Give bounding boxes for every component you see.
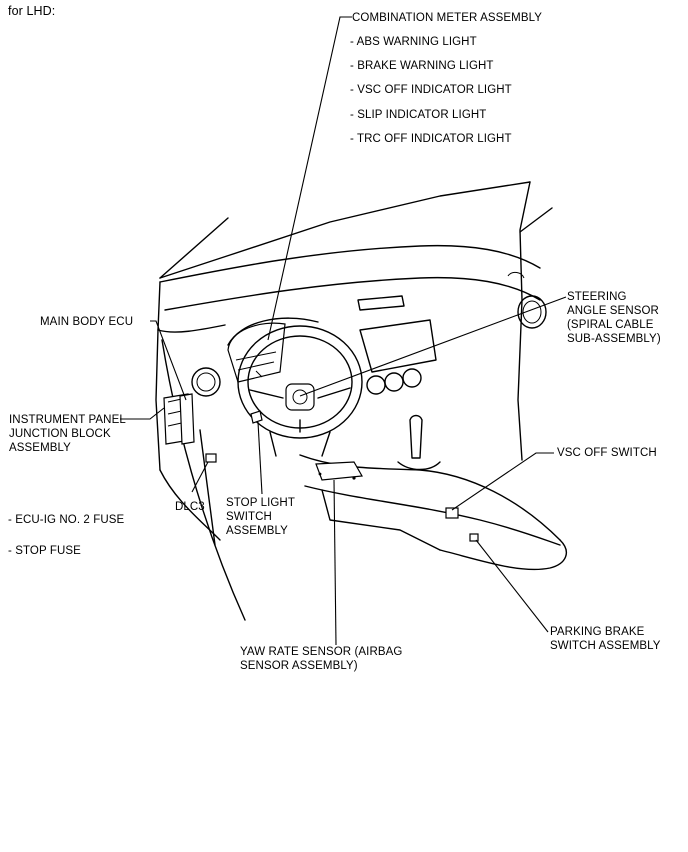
roof-line: [159, 181, 531, 279]
dlc3-label: DLC3: [175, 501, 205, 513]
stop-light-switch-label-3: ASSEMBLY: [226, 525, 288, 537]
leader-meter: [267, 16, 352, 341]
combination-meter: [227, 322, 286, 383]
leader-steering: [299, 296, 567, 397]
ecu-ig-fuse-label: - ECU-IG NO. 2 FUSE: [8, 514, 125, 526]
leader-yaw: [333, 479, 337, 646]
steering-wheel: [237, 325, 363, 439]
left-side-panel: [155, 329, 161, 471]
center-vent-1: [366, 375, 386, 395]
center-display: [357, 295, 405, 311]
right-vent: [517, 295, 547, 329]
brake-warning-light-label: - BRAKE WARNING LIGHT: [350, 60, 494, 72]
yaw-rate-sensor-label-1: YAW RATE SENSOR (AIRBAG: [240, 646, 403, 658]
leader-vsc: [451, 452, 554, 511]
stop-light-switch-label-2: SWITCH: [226, 511, 272, 523]
parking-brake-switch: [469, 533, 479, 542]
parking-brake-switch-label-1: PARKING BRAKE: [550, 626, 645, 638]
dlc3-connector: [205, 453, 217, 463]
leader-ip-jb: [120, 407, 165, 420]
right-pillar: [517, 181, 531, 461]
left-vent: [191, 367, 221, 397]
yaw-rate-sensor-label-2: SENSOR ASSEMBLY): [240, 660, 358, 672]
steering-angle-sensor-label-3: (SPIRAL CABLE: [567, 319, 654, 331]
ip-junction-block-label-1: INSTRUMENT PANEL: [9, 414, 126, 426]
vsc-off-switch: [445, 507, 459, 519]
parking-brake-switch-label-2: SWITCH ASSEMBLY: [550, 640, 661, 652]
combination-meter-label: COMBINATION METER ASSEMBLY: [352, 12, 543, 24]
page-title: for LHD:: [8, 4, 56, 18]
trc-off-indicator-label: - TRC OFF INDICATOR LIGHT: [350, 133, 512, 145]
leader-main-body-ecu: [150, 320, 187, 401]
stop-light-switch-label-1: STOP LIGHT: [226, 497, 295, 509]
leader-stop-light: [257, 421, 263, 495]
vsc-off-switch-label: VSC OFF SWITCH: [557, 447, 657, 459]
windshield-outline: [159, 217, 229, 279]
kick-panel: [161, 339, 246, 621]
leader-parking: [475, 539, 549, 633]
stop-fuse-label: - STOP FUSE: [8, 545, 81, 557]
vsc-off-indicator-label: - VSC OFF INDICATOR LIGHT: [350, 84, 512, 96]
ip-junction-block-label-2: JUNCTION BLOCK: [9, 428, 111, 440]
steering-angle-sensor-label-1: STEERING: [567, 291, 627, 303]
leader-dlc3: [191, 461, 209, 493]
main-body-ecu-label: MAIN BODY ECU: [40, 316, 134, 328]
ip-junction-block-label-3: ASSEMBLY: [9, 442, 71, 454]
abs-warning-light-label: - ABS WARNING LIGHT: [350, 36, 477, 48]
main-body-ecu: [179, 393, 195, 445]
steering-angle-sensor-label-4: SUB-ASSEMBLY): [567, 333, 661, 345]
slip-indicator-label: - SLIP INDICATOR LIGHT: [350, 109, 487, 121]
gear-shifter: [409, 414, 423, 459]
dash-top: [159, 244, 541, 283]
steering-angle-sensor-label-2: ANGLE SENSOR: [567, 305, 659, 317]
steering-angle-sensor: [285, 383, 315, 411]
stop-light-switch: [250, 410, 263, 424]
